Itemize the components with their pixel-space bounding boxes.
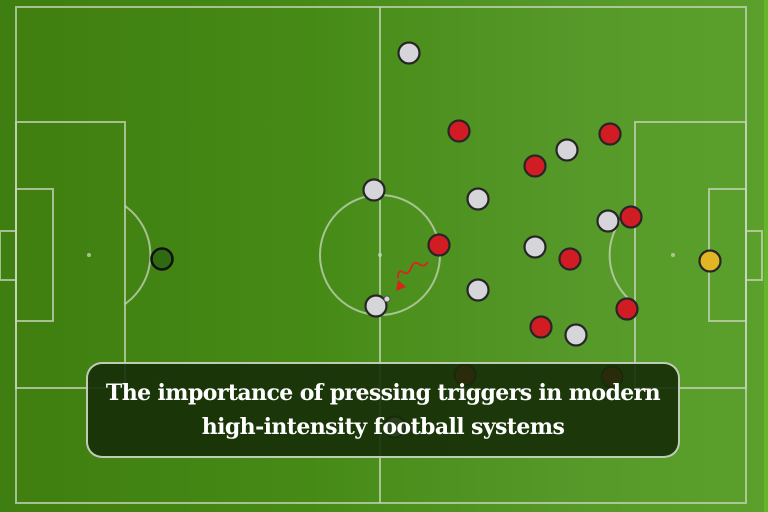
caption-line-1: The importance of pressing triggers in m… [105, 380, 661, 406]
player-red [447, 119, 471, 143]
wavy-arrow-icon [397, 261, 429, 279]
left-penalty-spot [87, 253, 91, 257]
arrow-head-icon [396, 280, 406, 291]
caption-overlay: The importance of pressing triggers in m… [86, 362, 680, 458]
player-grey [564, 323, 588, 347]
player-red [523, 154, 547, 178]
player-red [615, 297, 639, 321]
left-penalty-arc [124, 205, 152, 305]
goalkeeper-left [150, 247, 174, 271]
right-goal [745, 230, 763, 281]
player-red [619, 205, 643, 229]
player-red [529, 315, 553, 339]
pitch-right-edge [764, 0, 768, 512]
player-grey [362, 178, 386, 202]
player-grey [523, 235, 547, 259]
caption-title: The importance of pressing triggers in m… [103, 376, 663, 444]
player-grey [555, 138, 579, 162]
player-red [598, 122, 622, 146]
player-red [558, 247, 582, 271]
center-spot [378, 253, 382, 257]
ball-icon [383, 295, 391, 303]
player-grey [466, 278, 490, 302]
player-grey [596, 209, 620, 233]
player-grey [364, 294, 388, 318]
left-six-yard-box [15, 188, 54, 322]
left-penalty-box [15, 121, 126, 389]
press-trigger-arrow [396, 261, 429, 291]
player-grey [466, 187, 490, 211]
player-red [427, 233, 451, 257]
right-penalty-box [634, 121, 747, 389]
right-penalty-spot [671, 253, 675, 257]
caption-line-2: high-intensity football systems [201, 414, 565, 440]
player-grey [397, 41, 421, 65]
goalkeeper-right [698, 249, 722, 273]
left-goal [0, 230, 17, 281]
